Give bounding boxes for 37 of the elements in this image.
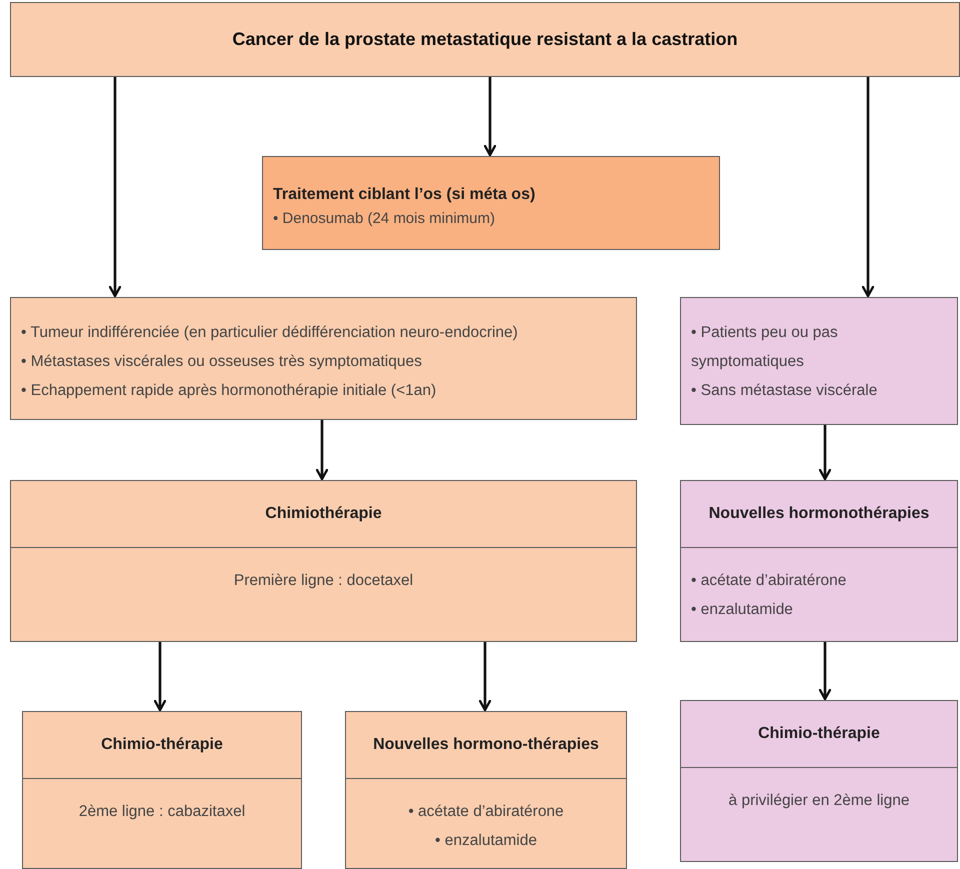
body-text: Première ligne : docetaxel <box>234 571 414 591</box>
info-box <box>262 156 720 250</box>
bullet-item: • Métastases viscérales ou osseuses très symptomatiques <box>21 352 422 372</box>
arrow <box>478 642 492 712</box>
box-heading: Chimiothérapie <box>265 505 382 523</box>
body-text: à privilégier en 2ème ligne <box>728 791 910 811</box>
box-heading: Traitement ciblant l’os (si méta os) <box>273 185 536 205</box>
arrow <box>862 77 874 298</box>
arrow <box>484 77 496 156</box>
criteria-box <box>680 297 958 425</box>
body-text: • acétate d’abiratérone <box>408 802 564 822</box>
bullet-item: • enzalutamide <box>691 600 793 620</box>
box-heading: Chimio-thérapie <box>101 736 223 754</box>
title-text: Cancer de la prostate metastatique resistant a la castration <box>232 29 738 50</box>
bullet-item: • Echappement rapide après hormonothérapie initiale (<1an) <box>21 381 436 401</box>
arrow <box>818 642 832 700</box>
bullet-item: • Sans métastase viscérale <box>691 381 878 401</box>
treatment-box <box>10 480 637 642</box>
bullet-item: • Denosumab (24 mois minimum) <box>273 209 495 229</box>
body-text: 2ème ligne : cabazitaxel <box>78 802 246 822</box>
title-box <box>10 2 960 77</box>
box-heading: Chimio-thérapie <box>758 725 880 743</box>
treatment-box <box>680 700 958 862</box>
arrow <box>108 77 122 298</box>
criteria-box <box>10 297 637 420</box>
bullet-item: • Tumeur indifférenciée (en particulier dédifférenciation neuro-endocrine) <box>21 323 518 343</box>
treatment-box <box>22 711 302 869</box>
arrow <box>818 425 832 480</box>
box-heading: Nouvelles hormonothérapies <box>708 505 930 523</box>
box-heading: Nouvelles hormono-thérapies <box>373 736 599 754</box>
body-text: • enzalutamide <box>435 831 537 851</box>
treatment-box <box>680 480 958 642</box>
arrow <box>154 642 166 712</box>
bullet-item: • acétate d’abiratérone <box>691 571 846 591</box>
treatment-box <box>345 711 627 869</box>
bullet-item: • Patients peu ou pas symptomatiques <box>691 323 839 372</box>
arrow <box>316 420 328 480</box>
